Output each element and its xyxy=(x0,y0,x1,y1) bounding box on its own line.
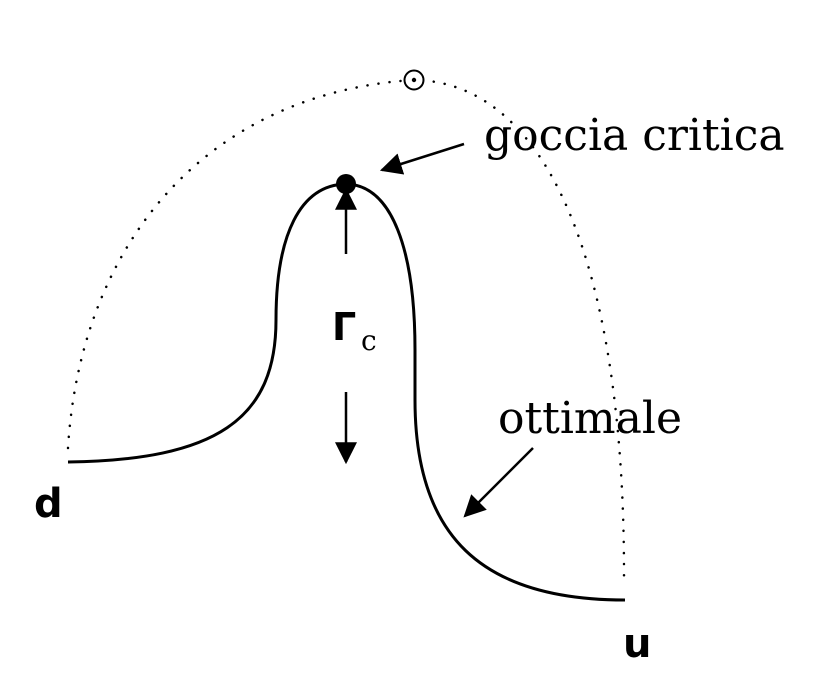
gamma-subscript-label: c xyxy=(361,324,377,357)
optimal-pointer-arrow xyxy=(463,447,534,518)
start-state-label-d: d xyxy=(34,481,63,527)
optimal-label: ottimale xyxy=(498,393,682,444)
critical-droplet-label: goccia critica xyxy=(484,110,785,161)
end-state-label-u: u xyxy=(623,621,651,667)
dotted-path-peak-dot xyxy=(411,77,417,83)
critical-droplet-pointer-arrow xyxy=(379,142,465,175)
gamma-symbol-label: Γ xyxy=(332,305,356,349)
